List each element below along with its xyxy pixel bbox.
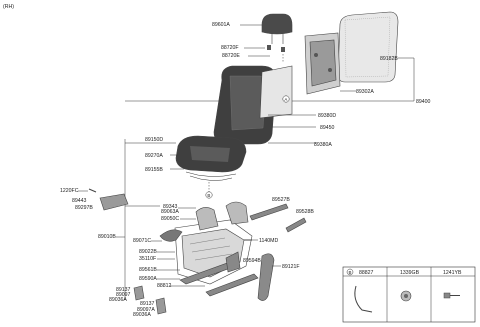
lever-bracket-part	[285, 217, 307, 233]
back-frame-part	[304, 32, 341, 95]
legend-col-3: 1241YB	[443, 270, 462, 276]
headrest-part	[261, 13, 293, 52]
seat-cushion-part	[175, 135, 247, 181]
label-89528B: 89528B	[296, 209, 314, 215]
label-35110F: 35110F	[139, 256, 156, 262]
label-89590A: 89590A	[139, 276, 157, 282]
label-89270A: 89270A	[145, 153, 163, 159]
label-89443: 89443	[72, 198, 87, 204]
lever-part	[249, 203, 289, 221]
legend-key: B	[349, 270, 352, 275]
callout-a: A	[284, 97, 287, 102]
label-89527B: 89527B	[272, 197, 290, 203]
label-89380A: 89380A	[314, 142, 332, 148]
label-89071C: 89071C	[133, 238, 151, 244]
back-cover-part	[337, 11, 399, 83]
label-89097: 89097	[116, 292, 131, 298]
legend-col-2: 1339GB	[400, 270, 420, 276]
label-89302A: 89302A	[356, 89, 374, 95]
label-89022B: 89022B	[139, 249, 157, 255]
legend-table: B 88827 1339GB 1241YB	[342, 266, 476, 323]
label-89601A: 89601A	[212, 22, 230, 28]
label-89050C: 89050C	[161, 216, 179, 222]
label-89380D: 89380D	[318, 113, 336, 119]
label-89594B: 89594B	[243, 258, 261, 264]
label-89137-a: 89137	[116, 287, 131, 293]
side-shield-part	[257, 253, 275, 301]
foam-part	[259, 65, 293, 119]
label-89182B: 89182B	[380, 56, 398, 62]
label-89150D: 89150D	[145, 137, 163, 143]
label-89155B: 89155B	[145, 167, 163, 173]
callout-b: B	[207, 193, 210, 198]
label-1140MD: 1140MD	[259, 238, 278, 244]
side-cover-part	[99, 193, 129, 211]
label-89063A: 89063A	[161, 209, 179, 215]
label-89561B: 89561B	[139, 267, 157, 273]
header-label: (RH)	[3, 4, 14, 10]
label-89343: 89343	[163, 204, 178, 210]
legend-col-1: 88827	[359, 270, 374, 276]
label-89297B: 89297B	[75, 205, 93, 211]
label-88720F: 88720F	[221, 45, 239, 51]
bolt-part	[88, 188, 97, 193]
label-88720E: 88720E	[222, 53, 240, 59]
label-89450: 89450	[320, 125, 335, 131]
label-88812: 88812	[157, 283, 172, 289]
screw-icon	[443, 292, 460, 299]
label-89137-b: 89137	[140, 301, 155, 307]
clip-part-a	[133, 285, 145, 301]
label-89121F: 89121F	[282, 264, 300, 270]
track-rail-part	[179, 261, 259, 297]
label-89400: 89400	[416, 99, 431, 105]
label-89036A-b: 89036A	[133, 312, 151, 318]
clip-part-b	[155, 297, 167, 315]
trim-part	[225, 251, 241, 273]
wire-clip-icon	[354, 285, 373, 313]
label-1220FC: 1220FC	[60, 188, 79, 194]
label-89097A: 89097A	[137, 307, 155, 313]
label-89010B: 89010B	[98, 234, 116, 240]
label-89036A-a: 89036A	[109, 297, 127, 303]
grommet-icon	[400, 290, 412, 302]
recliner-handle-part	[159, 229, 183, 242]
